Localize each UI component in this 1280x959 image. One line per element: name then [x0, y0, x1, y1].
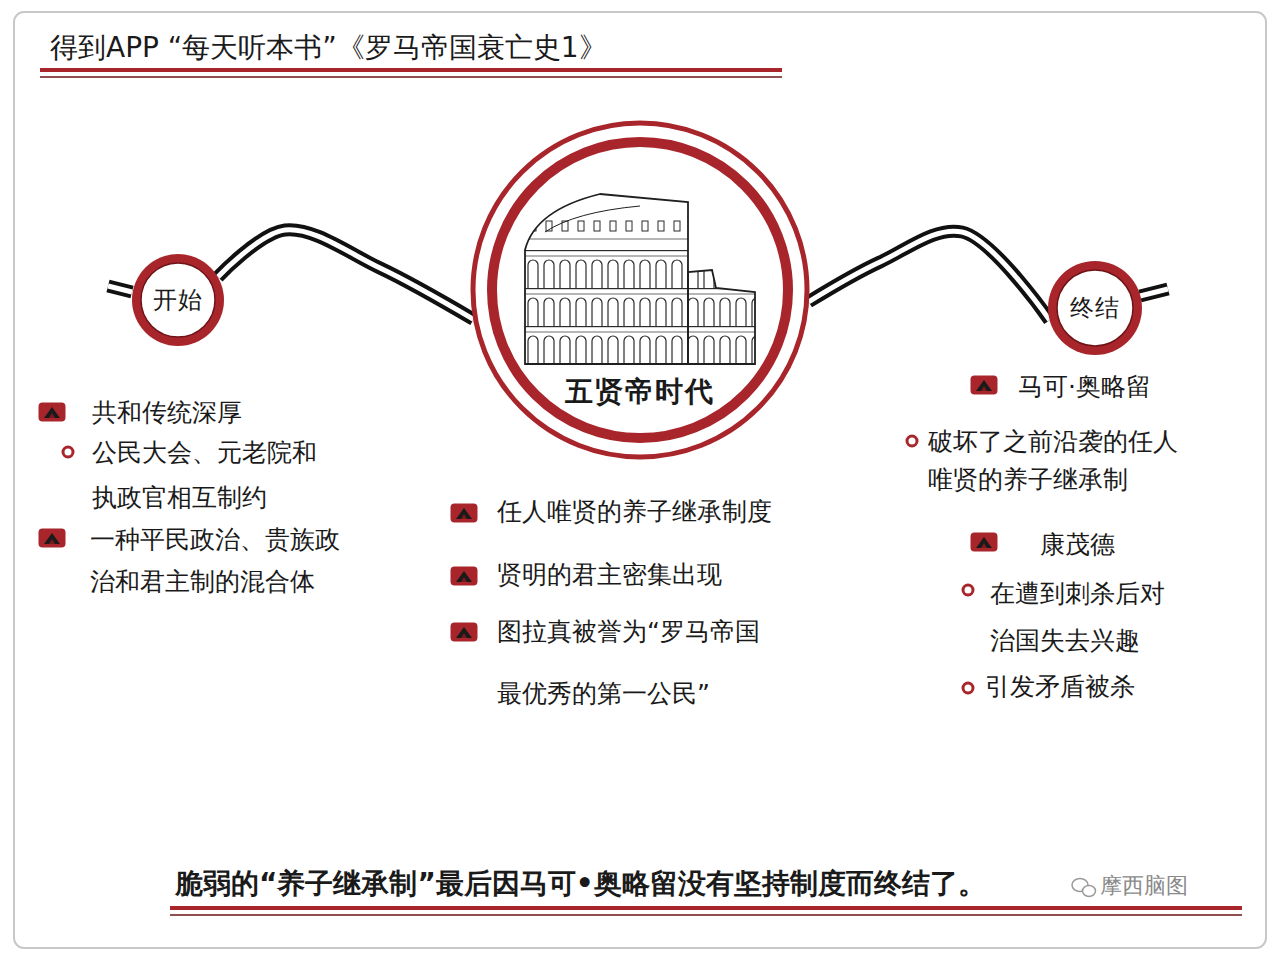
bullet-ring [904, 433, 920, 449]
stage-circle: 开始 [131, 253, 225, 347]
era-name: 五贤帝时代 [565, 375, 715, 409]
bullet-ring [960, 582, 976, 598]
bullet-icon [450, 622, 478, 642]
watermark: 摩西脑图 [1100, 872, 1188, 900]
bullet-ring [60, 444, 76, 460]
caption: 脆弱的“养子继承制”最后因马可•奥略留没有坚持制度而终结了。 [175, 866, 986, 902]
band-core [809, 231, 1050, 320]
bullet-icon [970, 532, 998, 552]
note-text: 引发矛盾被杀 [985, 667, 1135, 707]
bullet-icon [450, 503, 478, 523]
note-text: 康茂德 [1040, 525, 1115, 565]
note-text: 一种平民政治、贵族政 治和君主制的混合体 [90, 519, 346, 603]
note-text: 图拉真被誉为“罗马帝国 最优秀的第一公民” [497, 601, 778, 725]
bullet-icon [450, 566, 478, 586]
note-text: 马可·奥略留 [1018, 367, 1151, 407]
band-outline [809, 231, 1050, 320]
page-frame [14, 12, 1266, 948]
caption-underline [170, 908, 1242, 915]
circle-outline [470, 120, 810, 460]
title-underline [40, 70, 782, 77]
colosseum-illustration [525, 190, 755, 364]
note-text: 破坏了之前沿袭的任人 唯贤的养子继承制 [928, 423, 1184, 499]
stage-name: 终结 [1070, 293, 1120, 323]
band-outline [218, 230, 474, 320]
bullet-icon [38, 528, 66, 548]
note-text: 公民大会、元老院和 执政官相互制约 [92, 430, 323, 520]
bullet-icon [38, 402, 66, 422]
note-text: 在遭到刺杀后对 治国失去兴趣 [990, 570, 1171, 664]
timeline-band [809, 231, 1050, 320]
note-text: 共和传统深厚 [92, 393, 242, 433]
bullet-icon [970, 375, 998, 395]
era-circle: 五贤帝时代 [470, 120, 810, 460]
note-text: 任人唯贤的养子继承制度 [497, 492, 772, 532]
bullet-ring [960, 680, 976, 696]
timeline-band [218, 230, 474, 320]
watermark-icon [1072, 879, 1096, 897]
stage-circle: 终结 [1047, 260, 1143, 356]
note-text: 贤明的君主密集出现 [497, 555, 722, 595]
stage-name: 开始 [153, 285, 203, 315]
band-core [218, 230, 474, 320]
page-title: 得到APP “每天听本书”《罗马帝国衰亡史1》 [50, 30, 607, 66]
